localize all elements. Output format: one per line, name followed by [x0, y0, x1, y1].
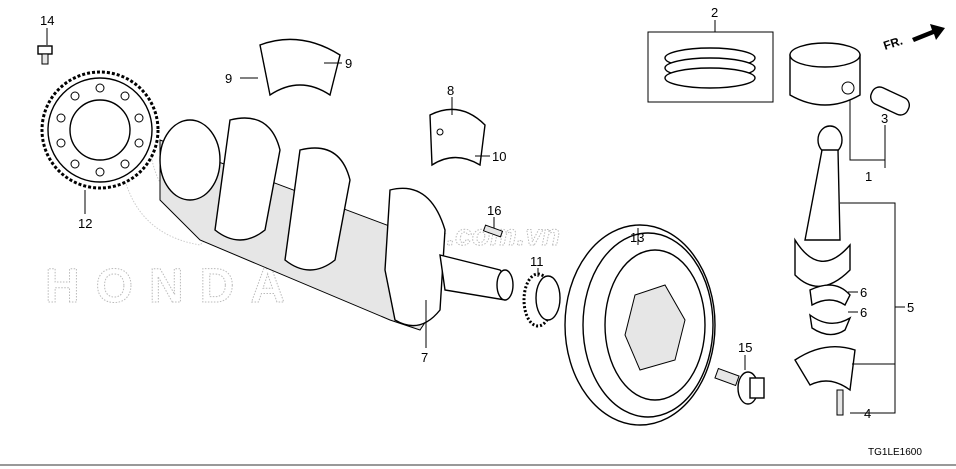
leader-lines — [46, 20, 905, 414]
piston-ring-set-part — [647, 31, 774, 103]
reluctor-ring-part — [40, 70, 160, 190]
rod-bearing-part — [429, 108, 486, 167]
diagram-code: TG1LE1600 — [868, 447, 922, 458]
callout-2: 2 — [711, 5, 718, 20]
callout-13: 13 — [630, 230, 644, 245]
callout-12: 12 — [78, 216, 92, 231]
callout-1: 1 — [865, 169, 872, 184]
callout-7: 7 — [421, 350, 428, 365]
callout-11: 11 — [530, 254, 544, 269]
callout-16: 16 — [487, 203, 501, 218]
callout-9: 9 — [225, 71, 232, 86]
callout-10: 10 — [492, 149, 506, 164]
callout-6: 6 — [860, 305, 867, 320]
crank-pulley-part — [564, 224, 716, 426]
svg-text:HONDA: HONDA — [45, 260, 285, 313]
timing-sprocket-part — [522, 272, 561, 328]
piston-part — [789, 42, 861, 106]
callout-5: 5 — [907, 300, 914, 315]
callout-9: 9 — [345, 56, 352, 71]
callout-labels: 14 12 9 9 8 10 16 11 7 13 15 2 3 1 5 6 6… — [40, 5, 914, 421]
front-direction-indicator: FR. — [882, 24, 945, 53]
callout-15: 15 — [738, 340, 752, 355]
piston-pin-part — [870, 86, 910, 116]
bolt-14-part — [37, 45, 53, 65]
main-bearing-upper-part — [259, 38, 341, 97]
crankshaft-part — [159, 117, 514, 331]
dowel-pin-part — [482, 224, 504, 238]
callout-6: 6 — [860, 285, 867, 300]
pulley-bolt-part — [714, 367, 765, 405]
callout-4: 4 — [864, 406, 871, 421]
bottom-divider — [0, 464, 956, 466]
callout-8: 8 — [447, 83, 454, 98]
callout-14: 14 — [40, 13, 54, 28]
connecting-rod-part — [794, 125, 856, 416]
svg-text:FR.: FR. — [882, 34, 905, 53]
callout-3: 3 — [881, 111, 888, 126]
